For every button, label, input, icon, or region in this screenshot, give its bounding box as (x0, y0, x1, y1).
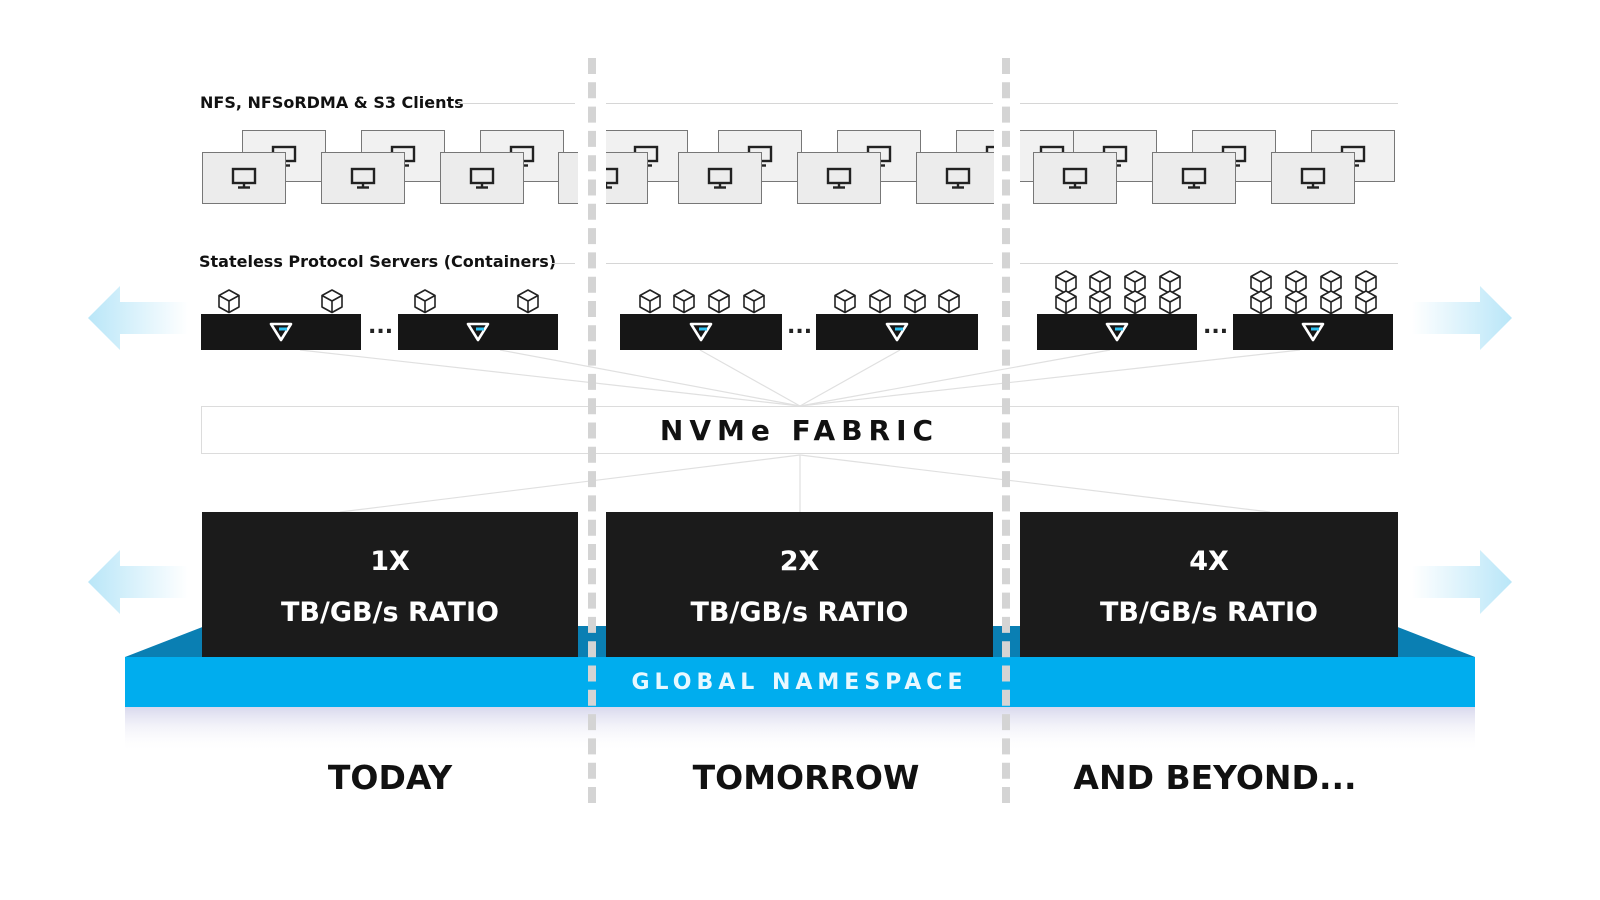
vast-logo-icon (1105, 322, 1129, 342)
monitor-icon (1062, 167, 1088, 189)
more-servers-ellipsis: ... (787, 314, 813, 339)
servers-rule (1020, 263, 1398, 264)
global-namespace-label: GLOBAL NAMESPACE (631, 669, 968, 695)
era-tomorrow: TOMORROW (692, 758, 920, 797)
column-divider (1002, 58, 1010, 803)
protocol-server (816, 314, 978, 350)
clients-group-beyond (1020, 126, 1400, 208)
servers-rule (606, 263, 993, 264)
scale-left-arrow-icon (88, 550, 188, 614)
monitor-icon (1300, 167, 1326, 189)
scale-right-arrow-icon (1412, 286, 1512, 350)
ratio-box-beyond: 4X TB/GB/s RATIO (1020, 512, 1398, 657)
nvme-fabric (201, 406, 1399, 454)
ratio-value: 4X (1189, 546, 1229, 577)
vast-logo-icon (885, 322, 909, 342)
monitor-icon (350, 167, 376, 189)
client-computer (202, 152, 286, 204)
client-computer (321, 152, 405, 204)
protocol-server (620, 314, 782, 350)
nvme-fabric-label-wrap: NVMe FABRIC (606, 406, 993, 454)
protocol-server (201, 314, 361, 350)
ratio-value: 1X (370, 546, 410, 577)
client-computer (678, 152, 762, 204)
client-computer (1152, 152, 1236, 204)
protocol-server (1037, 314, 1197, 350)
ratio-label: TB/GB/s RATIO (1100, 597, 1318, 628)
servers-rule (551, 263, 575, 264)
client-computer (606, 152, 648, 204)
vast-logo-icon (1301, 322, 1325, 342)
namespace-label-wrap: GLOBAL NAMESPACE (606, 657, 993, 707)
monitor-icon (1181, 167, 1207, 189)
clients-group-today (200, 126, 578, 208)
ratio-box-tomorrow: 2X TB/GB/s RATIO (606, 512, 993, 657)
client-computer (440, 152, 524, 204)
scale-left-arrow-icon (88, 286, 188, 350)
protocol-server (398, 314, 558, 350)
protocol-server (1233, 314, 1393, 350)
monitor-icon (826, 167, 852, 189)
ratio-label: TB/GB/s RATIO (690, 597, 909, 628)
ratio-value: 2X (779, 546, 820, 577)
client-computer (1033, 152, 1117, 204)
column-divider (588, 58, 596, 803)
monitor-icon (469, 167, 495, 189)
era-today: TODAY (327, 758, 453, 797)
clients-rule (606, 103, 993, 104)
clients-group-tomorrow (606, 126, 994, 208)
clients-label: NFS, NFSoRDMA & S3 Clients (200, 93, 464, 112)
vast-logo-icon (466, 322, 490, 342)
clients-rule (458, 103, 575, 104)
more-servers-ellipsis: ... (368, 314, 394, 339)
vast-logo-icon (689, 322, 713, 342)
clients-rule (1020, 103, 1398, 104)
monitor-icon (707, 167, 733, 189)
ratio-label: TB/GB/s RATIO (281, 597, 499, 628)
servers-label: Stateless Protocol Servers (Containers) (199, 252, 557, 271)
more-servers-ellipsis: ... (1203, 314, 1229, 339)
monitor-icon (945, 167, 971, 189)
nvme-fabric-label: NVMe FABRIC (659, 413, 940, 447)
monitor-icon (231, 167, 257, 189)
client-computer (916, 152, 994, 204)
era-beyond: AND BEYOND... (1073, 758, 1357, 797)
client-computer (1271, 152, 1355, 204)
vast-logo-icon (269, 322, 293, 342)
scale-right-arrow-icon (1412, 550, 1512, 614)
ratio-box-today: 1X TB/GB/s RATIO (202, 512, 578, 657)
client-computer (797, 152, 881, 204)
monitor-icon (606, 167, 619, 189)
client-computer (558, 152, 578, 204)
